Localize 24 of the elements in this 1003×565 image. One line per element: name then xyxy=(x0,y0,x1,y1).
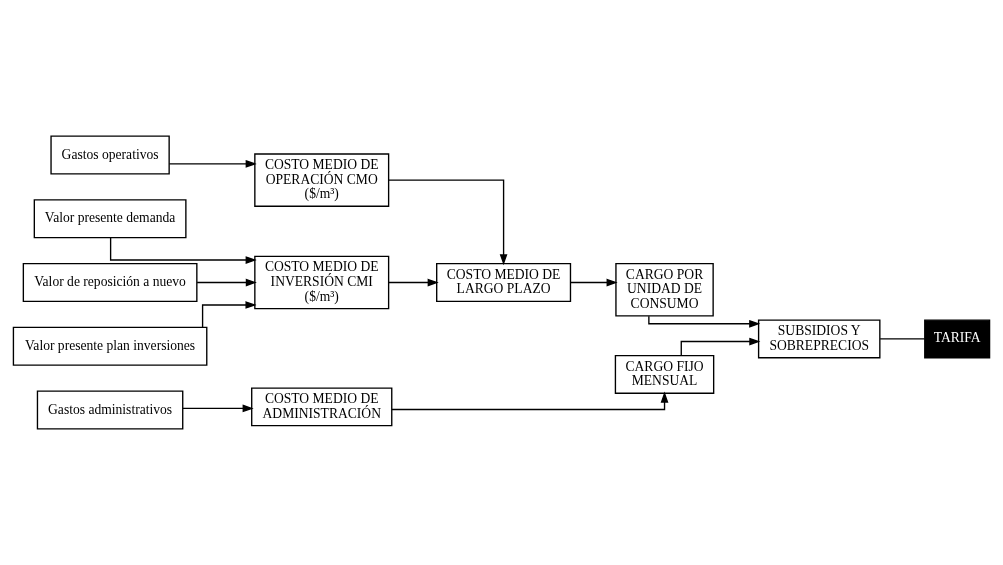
node-box: Valor presente demanda xyxy=(33,199,187,239)
node-box: COSTO MEDIO DE INVERSIÓN CMI ($/m³) xyxy=(254,255,390,310)
arrow xyxy=(201,301,257,328)
connector xyxy=(879,338,926,340)
node-box: CARGO FIJO MENSUAL xyxy=(614,355,715,394)
arrow xyxy=(388,179,508,266)
node-box: COSTO MEDIO DE ADMINISTRACIÓN xyxy=(251,387,393,427)
arrow xyxy=(109,237,257,264)
node-box: Gastos operativos xyxy=(50,135,170,175)
node-box: COSTO MEDIO DE LARGO PLAZO xyxy=(436,263,572,302)
node-box: CARGO POR UNIDAD DE CONSUMO xyxy=(615,263,714,317)
arrow xyxy=(168,160,257,168)
node-box: COSTO MEDIO DE OPERACIÓN CMO ($/m³) xyxy=(254,153,390,207)
arrow xyxy=(388,278,439,287)
arrow xyxy=(570,278,618,287)
arrow xyxy=(648,315,761,328)
node-box: SUBSIDIOS Y SOBREPRECIOS xyxy=(757,319,881,359)
arrow xyxy=(182,404,254,413)
node-box: Valor presente plan inversiones xyxy=(12,326,208,366)
node-box: Valor de reposición a nuevo xyxy=(22,263,198,302)
node-box: Gastos administrativos xyxy=(36,390,184,430)
arrow xyxy=(196,278,257,287)
node-box: TARIFA xyxy=(924,319,991,359)
arrow xyxy=(391,391,669,411)
